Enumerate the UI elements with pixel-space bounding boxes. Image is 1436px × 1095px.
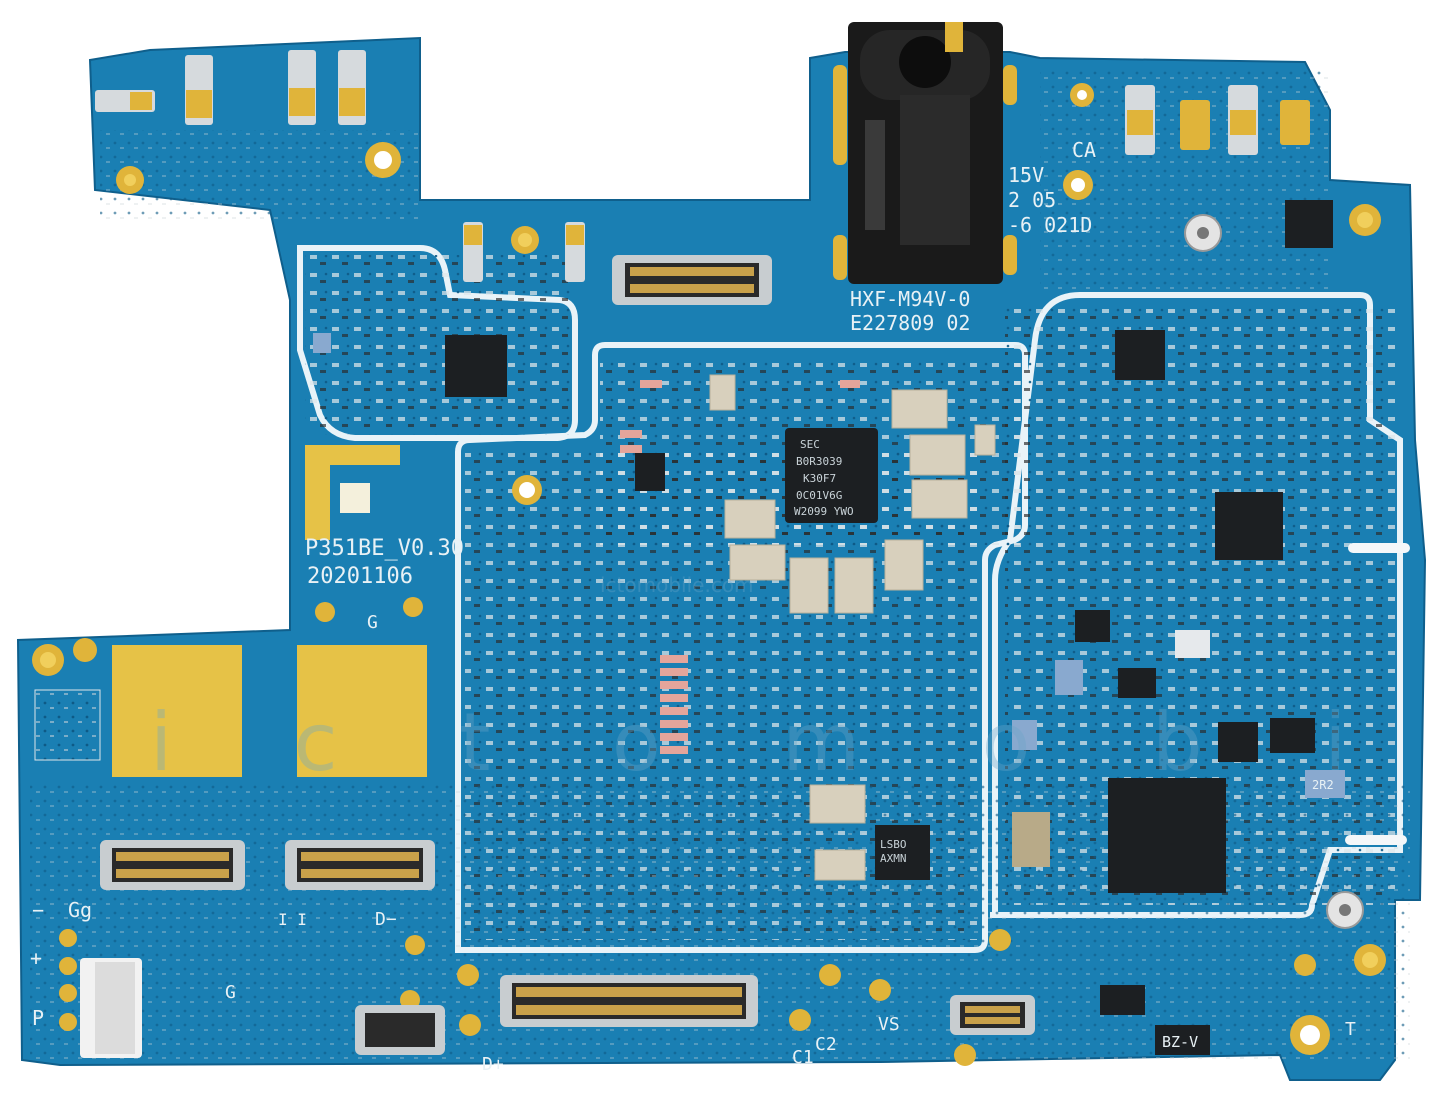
resistor-row xyxy=(620,380,860,754)
cert-line-1: CA xyxy=(1072,138,1096,162)
mounting-holes xyxy=(32,83,1386,1066)
label-t: T xyxy=(1345,1019,1356,1040)
silkscreen-labels: P351BE_V0.30 20201106 HXF-M94V-0 E227809… xyxy=(30,138,1356,1075)
board-model-label: P351BE_V0.30 xyxy=(305,536,464,561)
board-date-label: 20201106 xyxy=(307,564,413,589)
label-vs: VS xyxy=(878,1014,900,1035)
label-d-plus: D+ xyxy=(482,1054,504,1075)
shield-clip-2 xyxy=(1345,835,1407,845)
datamatrix-code xyxy=(34,689,101,761)
label-plus: + xyxy=(30,946,42,970)
watermark-letters: i c t o m o b i l e xyxy=(150,696,1436,789)
ic-chips xyxy=(313,200,1345,1055)
jack-code-label: E227809 02 xyxy=(850,311,970,335)
label-p: P xyxy=(32,1006,44,1030)
antenna-contacts xyxy=(95,50,1310,282)
headphone-jack xyxy=(848,22,1003,284)
svg-text:W2099 YWO: W2099 YWO xyxy=(794,505,854,518)
rf-connectors xyxy=(1184,214,1364,929)
cert-line-4: -6 021D xyxy=(1008,213,1092,237)
cert-line-3: 2 05 xyxy=(1008,188,1056,212)
gold-shield-pad-right xyxy=(297,645,427,777)
jack-model-label: HXF-M94V-0 xyxy=(850,287,970,311)
watermark-site: ictomobile.com xyxy=(600,573,754,597)
label-c1: C1 xyxy=(792,1047,814,1068)
label-g-top: G xyxy=(367,612,378,633)
label-c2: C2 xyxy=(815,1034,837,1055)
svg-text:0C01V6G: 0C01V6G xyxy=(796,489,842,502)
component-field-left xyxy=(305,255,570,435)
cert-line-2: 15V xyxy=(1008,163,1044,187)
passive-components xyxy=(709,374,996,881)
chip-markings: SEC B0R3039 K30F7 0C01V6G W2099 YWO LSBO… xyxy=(794,438,907,865)
svg-text:SEC: SEC xyxy=(800,438,820,451)
svg-text:LSBO: LSBO xyxy=(880,838,907,851)
shield-clip-1 xyxy=(1348,543,1410,553)
connectors xyxy=(80,255,1035,1058)
flash-led xyxy=(340,483,370,513)
label-gg: Gg xyxy=(68,898,92,922)
label-d-minus: D− xyxy=(375,909,397,930)
label-bz-v: BZ-V xyxy=(1162,1033,1198,1051)
label-ii: I I xyxy=(278,910,307,929)
label-2r2: 2R2 xyxy=(1312,778,1334,792)
label-minus: − xyxy=(32,898,44,922)
svg-text:B0R3039: B0R3039 xyxy=(796,455,842,468)
label-g-bottom: G xyxy=(225,982,236,1003)
svg-text:K30F7: K30F7 xyxy=(803,472,836,485)
gold-shield-pad-left xyxy=(112,645,242,777)
via-field-top xyxy=(100,130,420,220)
svg-text:AXMN: AXMN xyxy=(880,852,907,865)
